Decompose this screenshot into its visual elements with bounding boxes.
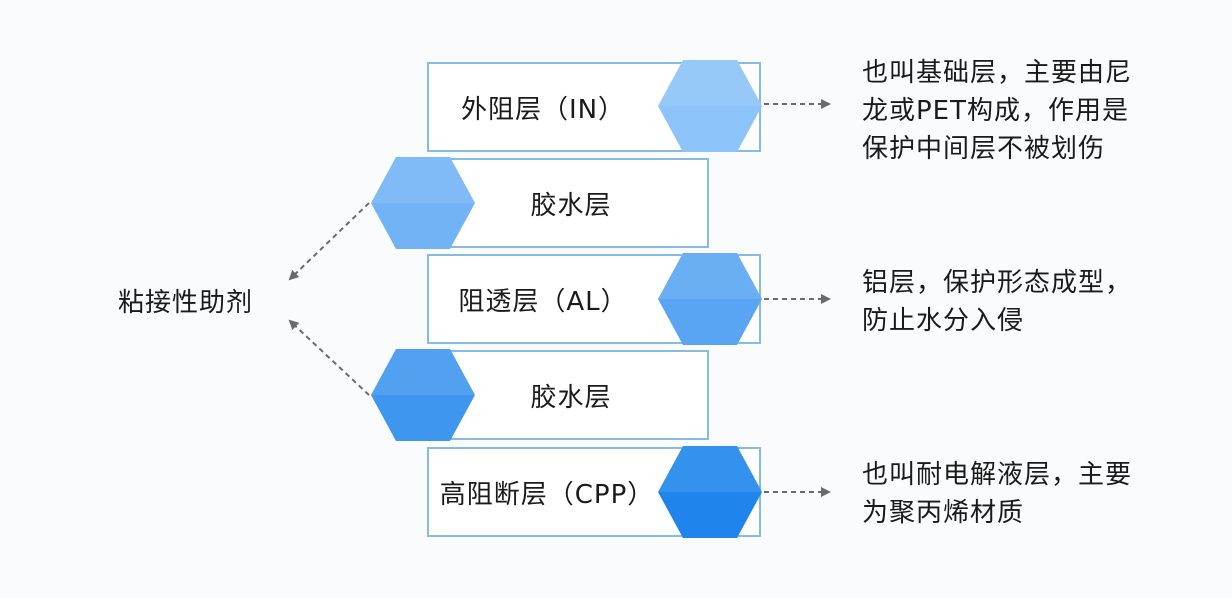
arrow-glue-1 [288,202,370,281]
layer-label-glue-1: 胶水层 [530,190,612,221]
description-al: 铝层，保护形态成型， 防止水分入侵 [862,268,1133,336]
hexagon-al [658,253,762,345]
layer-label-cpp: 高阻断层（CPP） [439,479,655,510]
adhesive-label: 粘接性助剂 [118,288,254,318]
layer-label-in: 外阻层（IN） [460,94,626,125]
hexagon-cpp [658,446,762,538]
hexagon-glue-2 [371,349,475,441]
layer-label-al: 阻透层（AL） [458,286,628,317]
hexagon-glue-1 [371,157,475,249]
hexagon-in [658,60,762,152]
description-cpp: 也叫耐电解液层，主要 为聚丙烯材质 [862,460,1133,528]
description-in: 也叫基础层，主要由尼 龙或PET构成，作用是 保护中间层不被划伤 [862,58,1133,164]
arrow-glue-2 [288,319,370,396]
layer-label-glue-2: 胶水层 [530,382,612,413]
